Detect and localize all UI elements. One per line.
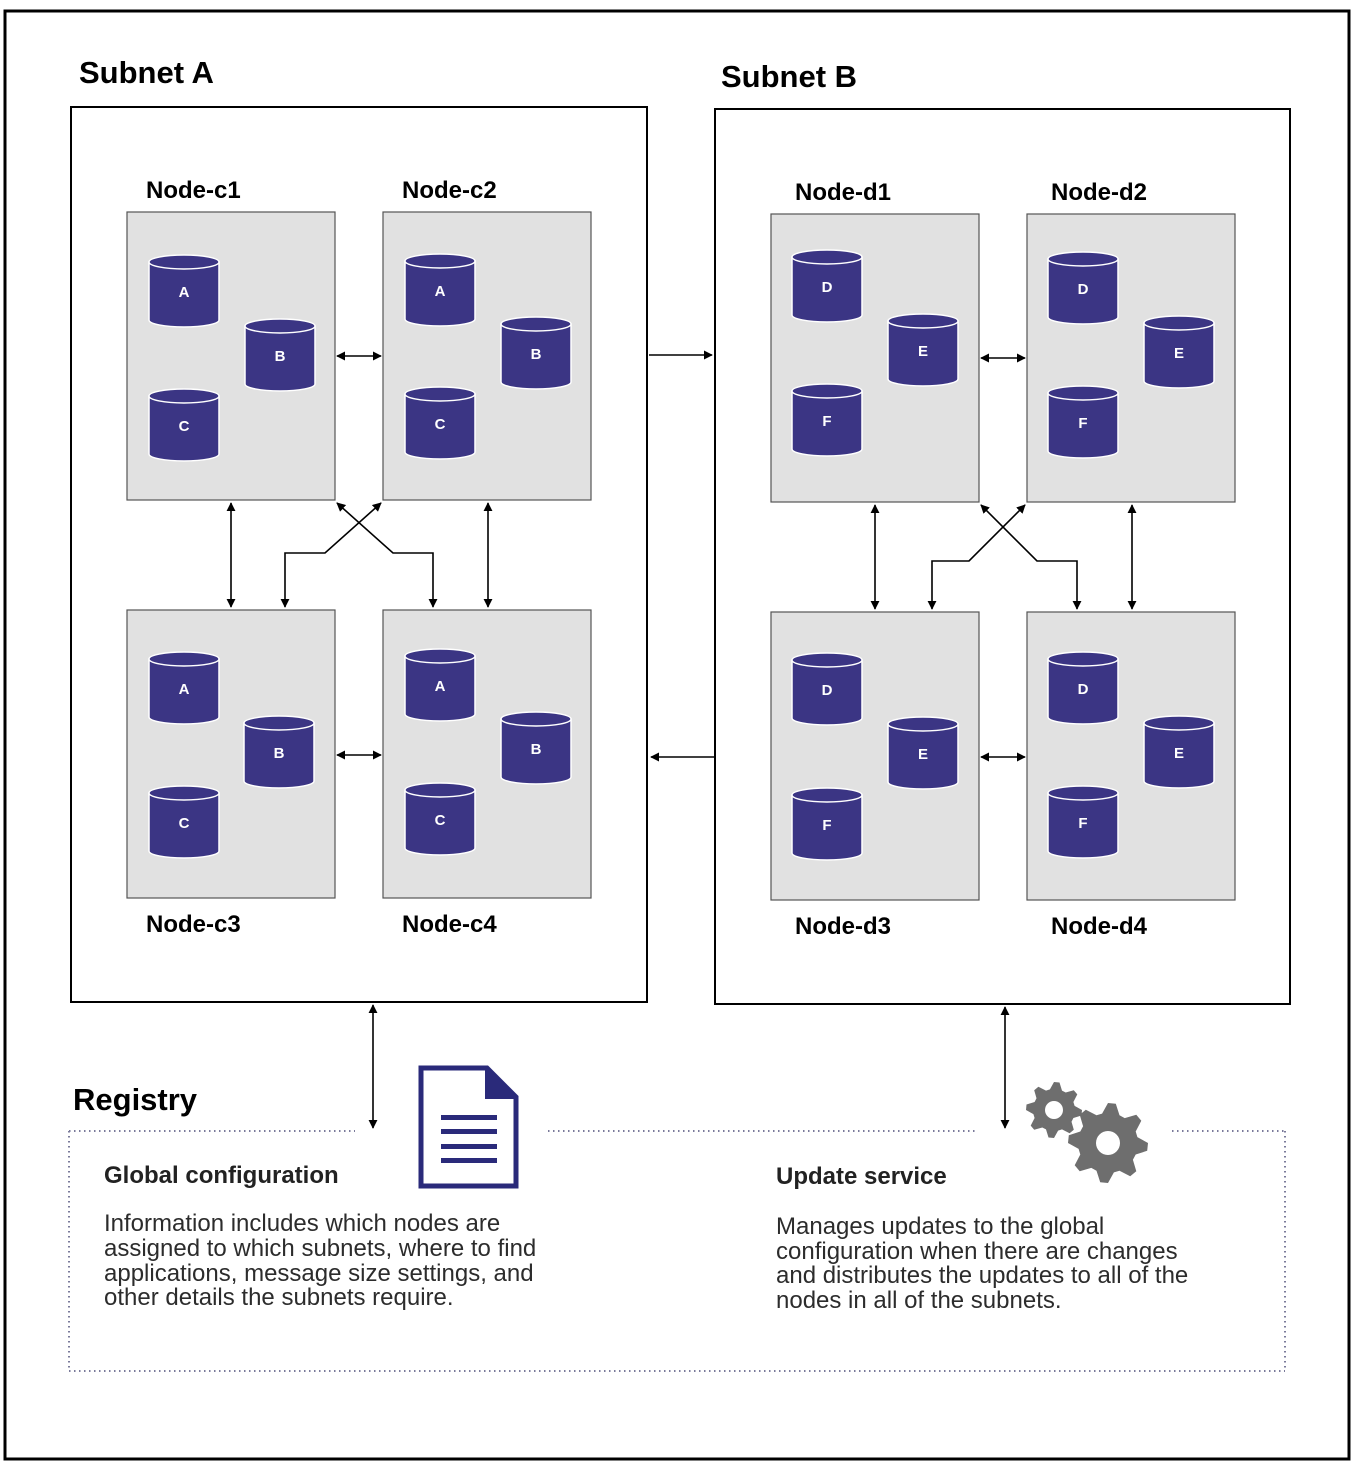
global-config-line: applications, message size settings, and <box>104 1260 534 1287</box>
registry-title: Registry <box>73 1082 198 1117</box>
database-label: C <box>435 812 446 829</box>
node-label: Node-c3 <box>146 911 241 938</box>
node-d3: Node-d3 D E F <box>770 611 980 940</box>
node-d2: Node-d2 D E F <box>1026 179 1236 503</box>
database-icon: E <box>1143 315 1215 389</box>
database-icon: F <box>791 383 863 457</box>
database-icon: A <box>148 254 220 328</box>
database-label: B <box>275 348 286 365</box>
database-icon: E <box>1143 715 1215 789</box>
database-icon: F <box>791 787 863 861</box>
database-icon: C <box>404 386 476 460</box>
document-icon <box>418 1065 519 1189</box>
database-label: F <box>1078 415 1087 432</box>
database-label: A <box>179 681 190 698</box>
database-icon: C <box>148 785 220 859</box>
database-label: A <box>435 678 446 695</box>
database-icon: B <box>243 715 315 789</box>
node-c4: Node-c4 A B C <box>382 609 592 938</box>
node-label: Node-d3 <box>795 913 891 940</box>
node-c3: Node-c3 A B C <box>126 609 336 938</box>
node-label: Node-c4 <box>402 911 497 938</box>
database-icon: D <box>791 249 863 323</box>
node-label: Node-d2 <box>1051 179 1147 206</box>
node-c2: Node-c2 A B C <box>382 177 592 501</box>
database-label: D <box>822 279 833 296</box>
database-icon: F <box>1047 785 1119 859</box>
global-config-line: other details the subnets require. <box>104 1284 454 1311</box>
connector-d1-d4 <box>980 504 1082 610</box>
database-icon: C <box>148 388 220 462</box>
database-label: B <box>274 745 285 762</box>
database-label: B <box>531 346 542 363</box>
node-label: Node-c2 <box>402 177 497 204</box>
database-label: C <box>179 815 190 832</box>
database-label: F <box>822 817 831 834</box>
database-icon: F <box>1047 385 1119 459</box>
database-icon: A <box>404 648 476 722</box>
database-icon: E <box>887 313 959 387</box>
database-label: E <box>918 746 928 763</box>
global-config-line: assigned to which subnets, where to find <box>104 1235 536 1262</box>
database-label: D <box>822 682 833 699</box>
database-label: E <box>1174 745 1184 762</box>
update-service-title: Update service <box>776 1163 947 1190</box>
subnet-b-connectors <box>870 353 1137 762</box>
database-label: E <box>1174 345 1184 362</box>
node-label: Node-c1 <box>146 177 241 204</box>
database-icon: E <box>887 716 959 790</box>
update-service-line: nodes in all of the subnets. <box>776 1287 1062 1314</box>
database-icon: D <box>1047 651 1119 725</box>
gears-icon <box>1026 1082 1148 1183</box>
update-service-line: Manages updates to the global <box>776 1213 1104 1240</box>
connector-c1-c4 <box>336 502 438 608</box>
database-label: D <box>1078 681 1089 698</box>
database-label: A <box>179 284 190 301</box>
database-label: C <box>179 418 190 435</box>
database-icon: B <box>244 318 316 392</box>
database-icon: A <box>148 651 220 725</box>
node-c1: Node-c1 A B C <box>126 177 336 501</box>
database-label: D <box>1078 281 1089 298</box>
global-config-line: Information includes which nodes are <box>104 1210 500 1237</box>
database-icon: B <box>500 711 572 785</box>
database-label: B <box>531 741 542 758</box>
global-config-title: Global configuration <box>104 1162 339 1189</box>
database-label: E <box>918 343 928 360</box>
registry-border <box>68 1130 1286 1372</box>
update-service-line: and distributes the updates to all of th… <box>776 1262 1188 1289</box>
database-icon: D <box>1047 251 1119 325</box>
node-label: Node-d1 <box>795 179 891 206</box>
node-label: Node-d4 <box>1051 913 1148 940</box>
database-label: A <box>435 283 446 300</box>
database-icon: C <box>404 782 476 856</box>
database-label: F <box>1078 815 1087 832</box>
subnet-a-title: Subnet A <box>79 55 214 90</box>
node-d4: Node-d4 D E F <box>1026 611 1236 940</box>
database-label: C <box>435 416 446 433</box>
database-icon: D <box>791 652 863 726</box>
subnet-b-title: Subnet B <box>721 59 857 94</box>
database-icon: B <box>500 316 572 390</box>
subnet-a-connectors <box>226 351 493 760</box>
update-service-line: configuration when there are changes <box>776 1238 1178 1265</box>
database-label: F <box>822 413 831 430</box>
node-d1: Node-d1 D E F <box>770 179 980 503</box>
database-icon: A <box>404 253 476 327</box>
